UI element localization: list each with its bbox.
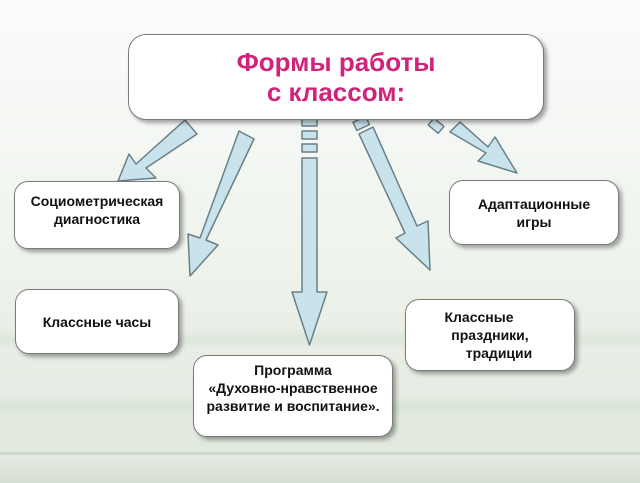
class-hours-label: Классные часы [42, 313, 152, 330]
class-hours-box: Классные часы [15, 289, 179, 354]
arrow-to-holidays [352, 115, 431, 271]
arrow-to-class-hours [187, 130, 255, 277]
arrow-to-adaptation [427, 117, 518, 174]
arrow-to-sociometric [117, 119, 198, 182]
holidays-line-3: традиции [465, 345, 533, 361]
program-line-2: «Духовно-нравственное [208, 380, 378, 396]
title-box: Формы работы с классом: [128, 34, 544, 120]
sociometric-line-2: диагностика [54, 211, 140, 227]
adaptation-line-2: игры [516, 213, 552, 230]
sociometric-line-1: Социометрическая [30, 193, 164, 209]
adaptation-box: Адаптационные игры [449, 180, 619, 245]
bottom-band [0, 452, 640, 483]
holidays-box: Классные праздники, традиции [405, 299, 575, 371]
holidays-line-1: Классные [444, 309, 514, 325]
program-box: Программа «Духовно-нравственное развитие… [193, 355, 393, 437]
title-line-1: Формы работы [236, 47, 436, 77]
arrow-to-program [291, 117, 328, 346]
adaptation-line-1: Адаптационные [477, 195, 591, 212]
holidays-line-2: праздники, [451, 327, 529, 343]
program-line-1: Программа [254, 362, 332, 378]
program-line-3: развитие и воспитание». [206, 398, 380, 414]
title-line-2: с классом: [266, 77, 406, 107]
sociometric-box: Социометрическая диагностика [14, 181, 180, 249]
